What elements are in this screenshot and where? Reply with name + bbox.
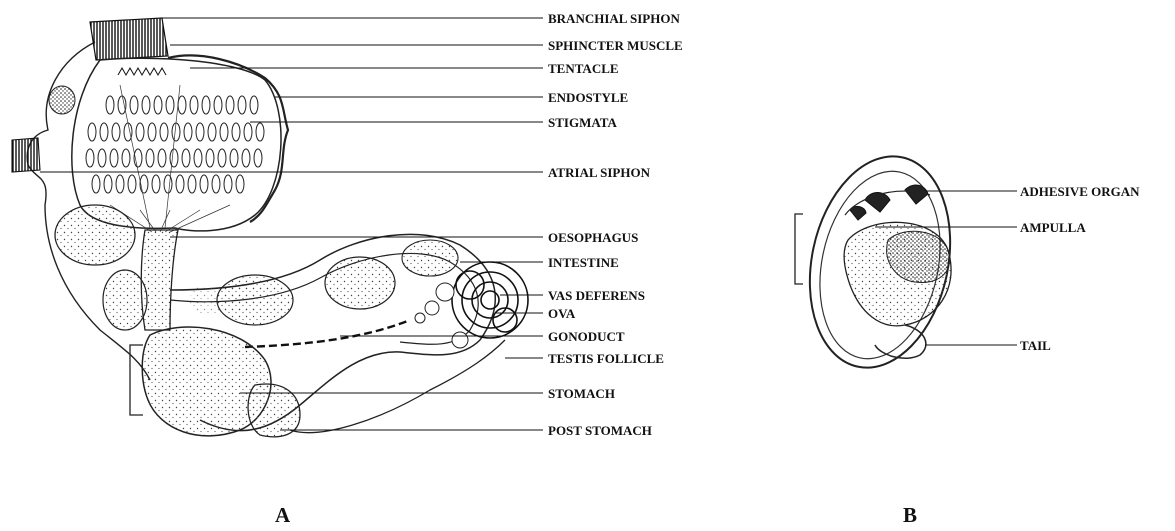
label-gonoduct: GONODUCT — [548, 330, 625, 343]
post-stomach — [248, 384, 300, 437]
zooid-a — [12, 18, 528, 437]
panel-caption-b: B — [903, 505, 917, 526]
label-stomach: STOMACH — [548, 387, 615, 400]
label-branchial-siphon: BRANCHIAL SIPHON — [548, 12, 680, 25]
intestine-lobe-3 — [402, 240, 458, 276]
label-sphincter-muscle: SPHINCTER MUSCLE — [548, 39, 683, 52]
label-post-stomach: POST STOMACH — [548, 424, 652, 437]
label-tentacle: TENTACLE — [548, 62, 619, 75]
label-oesophagus: OESOPHAGUS — [548, 231, 638, 244]
left-lobe-1 — [55, 205, 135, 265]
gonoduct — [245, 320, 410, 347]
intestine-body — [190, 285, 290, 315]
oesophagus — [141, 230, 178, 330]
label-endostyle: ENDOSTYLE — [548, 91, 628, 104]
label-stigmata: STIGMATA — [548, 116, 617, 129]
testis-follicles — [452, 262, 528, 338]
scale-bracket-b — [795, 214, 803, 284]
label-intestine: INTESTINE — [548, 256, 619, 269]
label-atrial-siphon: ATRIAL SIPHON — [548, 166, 650, 179]
atrial-siphon — [12, 138, 40, 172]
label-ampulla: AMPULLA — [1020, 221, 1086, 234]
intestine-lobe-2 — [325, 257, 395, 309]
panel-caption-a: A — [275, 505, 290, 526]
label-testis-follicle: TESTIS FOLLICLE — [548, 352, 664, 365]
ova — [415, 283, 468, 348]
branchial-siphon — [90, 18, 168, 60]
tunic-spot — [49, 86, 75, 114]
label-ova: OVA — [548, 307, 575, 320]
label-tail: TAIL — [1020, 339, 1051, 352]
label-vas-deferens: VAS DEFERENS — [548, 289, 645, 302]
label-adhesive-organ: ADHESIVE ORGAN — [1020, 185, 1140, 198]
left-lobe-2 — [103, 270, 147, 330]
